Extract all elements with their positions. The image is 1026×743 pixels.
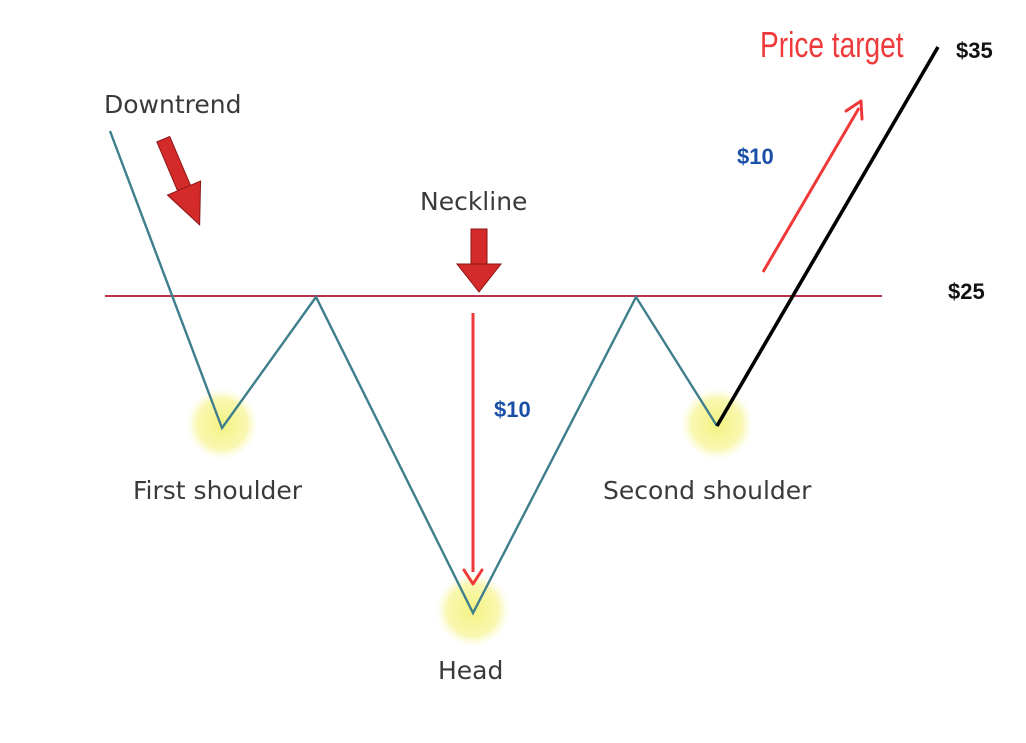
first-shoulder-label: First shoulder (133, 476, 303, 505)
measure-arrowhead-down (462, 568, 484, 586)
second-shoulder-label: Second shoulder (603, 476, 812, 505)
price-target-arrow-icon (844, 99, 864, 121)
neckline-arrow-icon (455, 228, 503, 293)
neck-to-head-distance-label: $10 (494, 397, 531, 422)
downtrend-arrow-icon (156, 135, 202, 226)
neckline-label: Neckline (420, 187, 528, 216)
neckline-price-label: $25 (948, 279, 985, 304)
head-label: Head (438, 656, 504, 685)
downtrend-label: Downtrend (104, 90, 242, 119)
head-highlight (436, 573, 510, 647)
first-shoulder-highlight (186, 388, 258, 460)
breakout-line (715, 46, 940, 427)
measure-line-projection (761, 107, 861, 273)
target-price-label: $35 (956, 38, 993, 63)
pattern-line (108, 130, 719, 616)
projection-distance-label: $10 (737, 144, 774, 169)
price-target-label: Price target (760, 24, 904, 65)
